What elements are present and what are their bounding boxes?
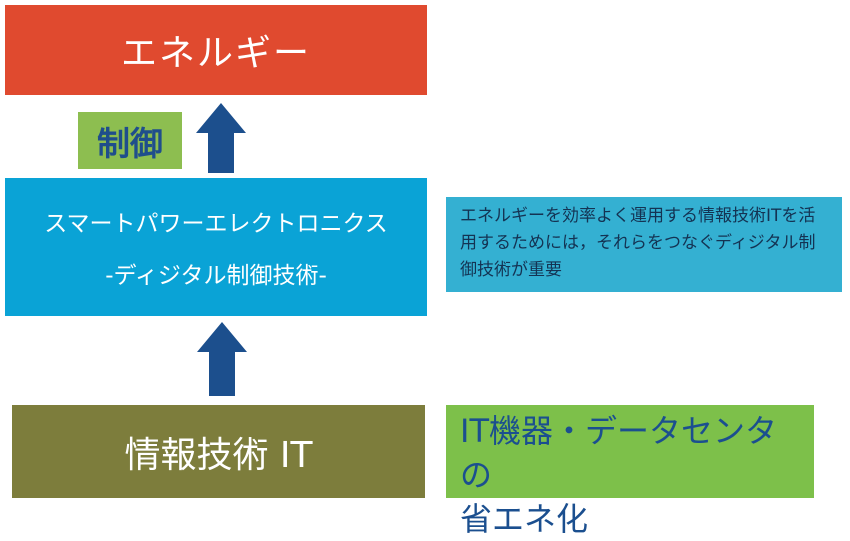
up-arrow-to-spe-icon <box>197 322 247 396</box>
spe-title: スマートパワーエレクトロニクス <box>44 211 388 237</box>
control-label-box: 制御 <box>78 112 182 169</box>
up-arrow-to-energy-icon <box>196 103 246 173</box>
smart-power-electronics-box: スマートパワーエレクトロニクス -ディジタル制御技術- <box>5 178 427 316</box>
it-energy-saving-box: IT機器・データセンタの 省エネ化 <box>446 405 814 538</box>
control-label: 制御 <box>97 123 163 163</box>
it-box: 情報技術 IT <box>12 405 425 498</box>
note-text: エネルギーを効率よく運用する情報技術ITを活用するためには，それらをつなぐディジ… <box>460 206 816 280</box>
it-saving-line1: IT機器・データセンタの <box>460 412 777 494</box>
energy-box: エネルギー <box>5 5 427 95</box>
spe-subtitle: -ディジタル制御技術- <box>105 263 327 289</box>
it-label: 情報技術 IT <box>124 434 313 476</box>
energy-label: エネルギー <box>120 33 311 74</box>
note-box: エネルギーを効率よく運用する情報技術ITを活用するためには，それらをつなぐディジ… <box>446 197 842 292</box>
it-saving-line2: 省エネ化 <box>460 500 589 538</box>
